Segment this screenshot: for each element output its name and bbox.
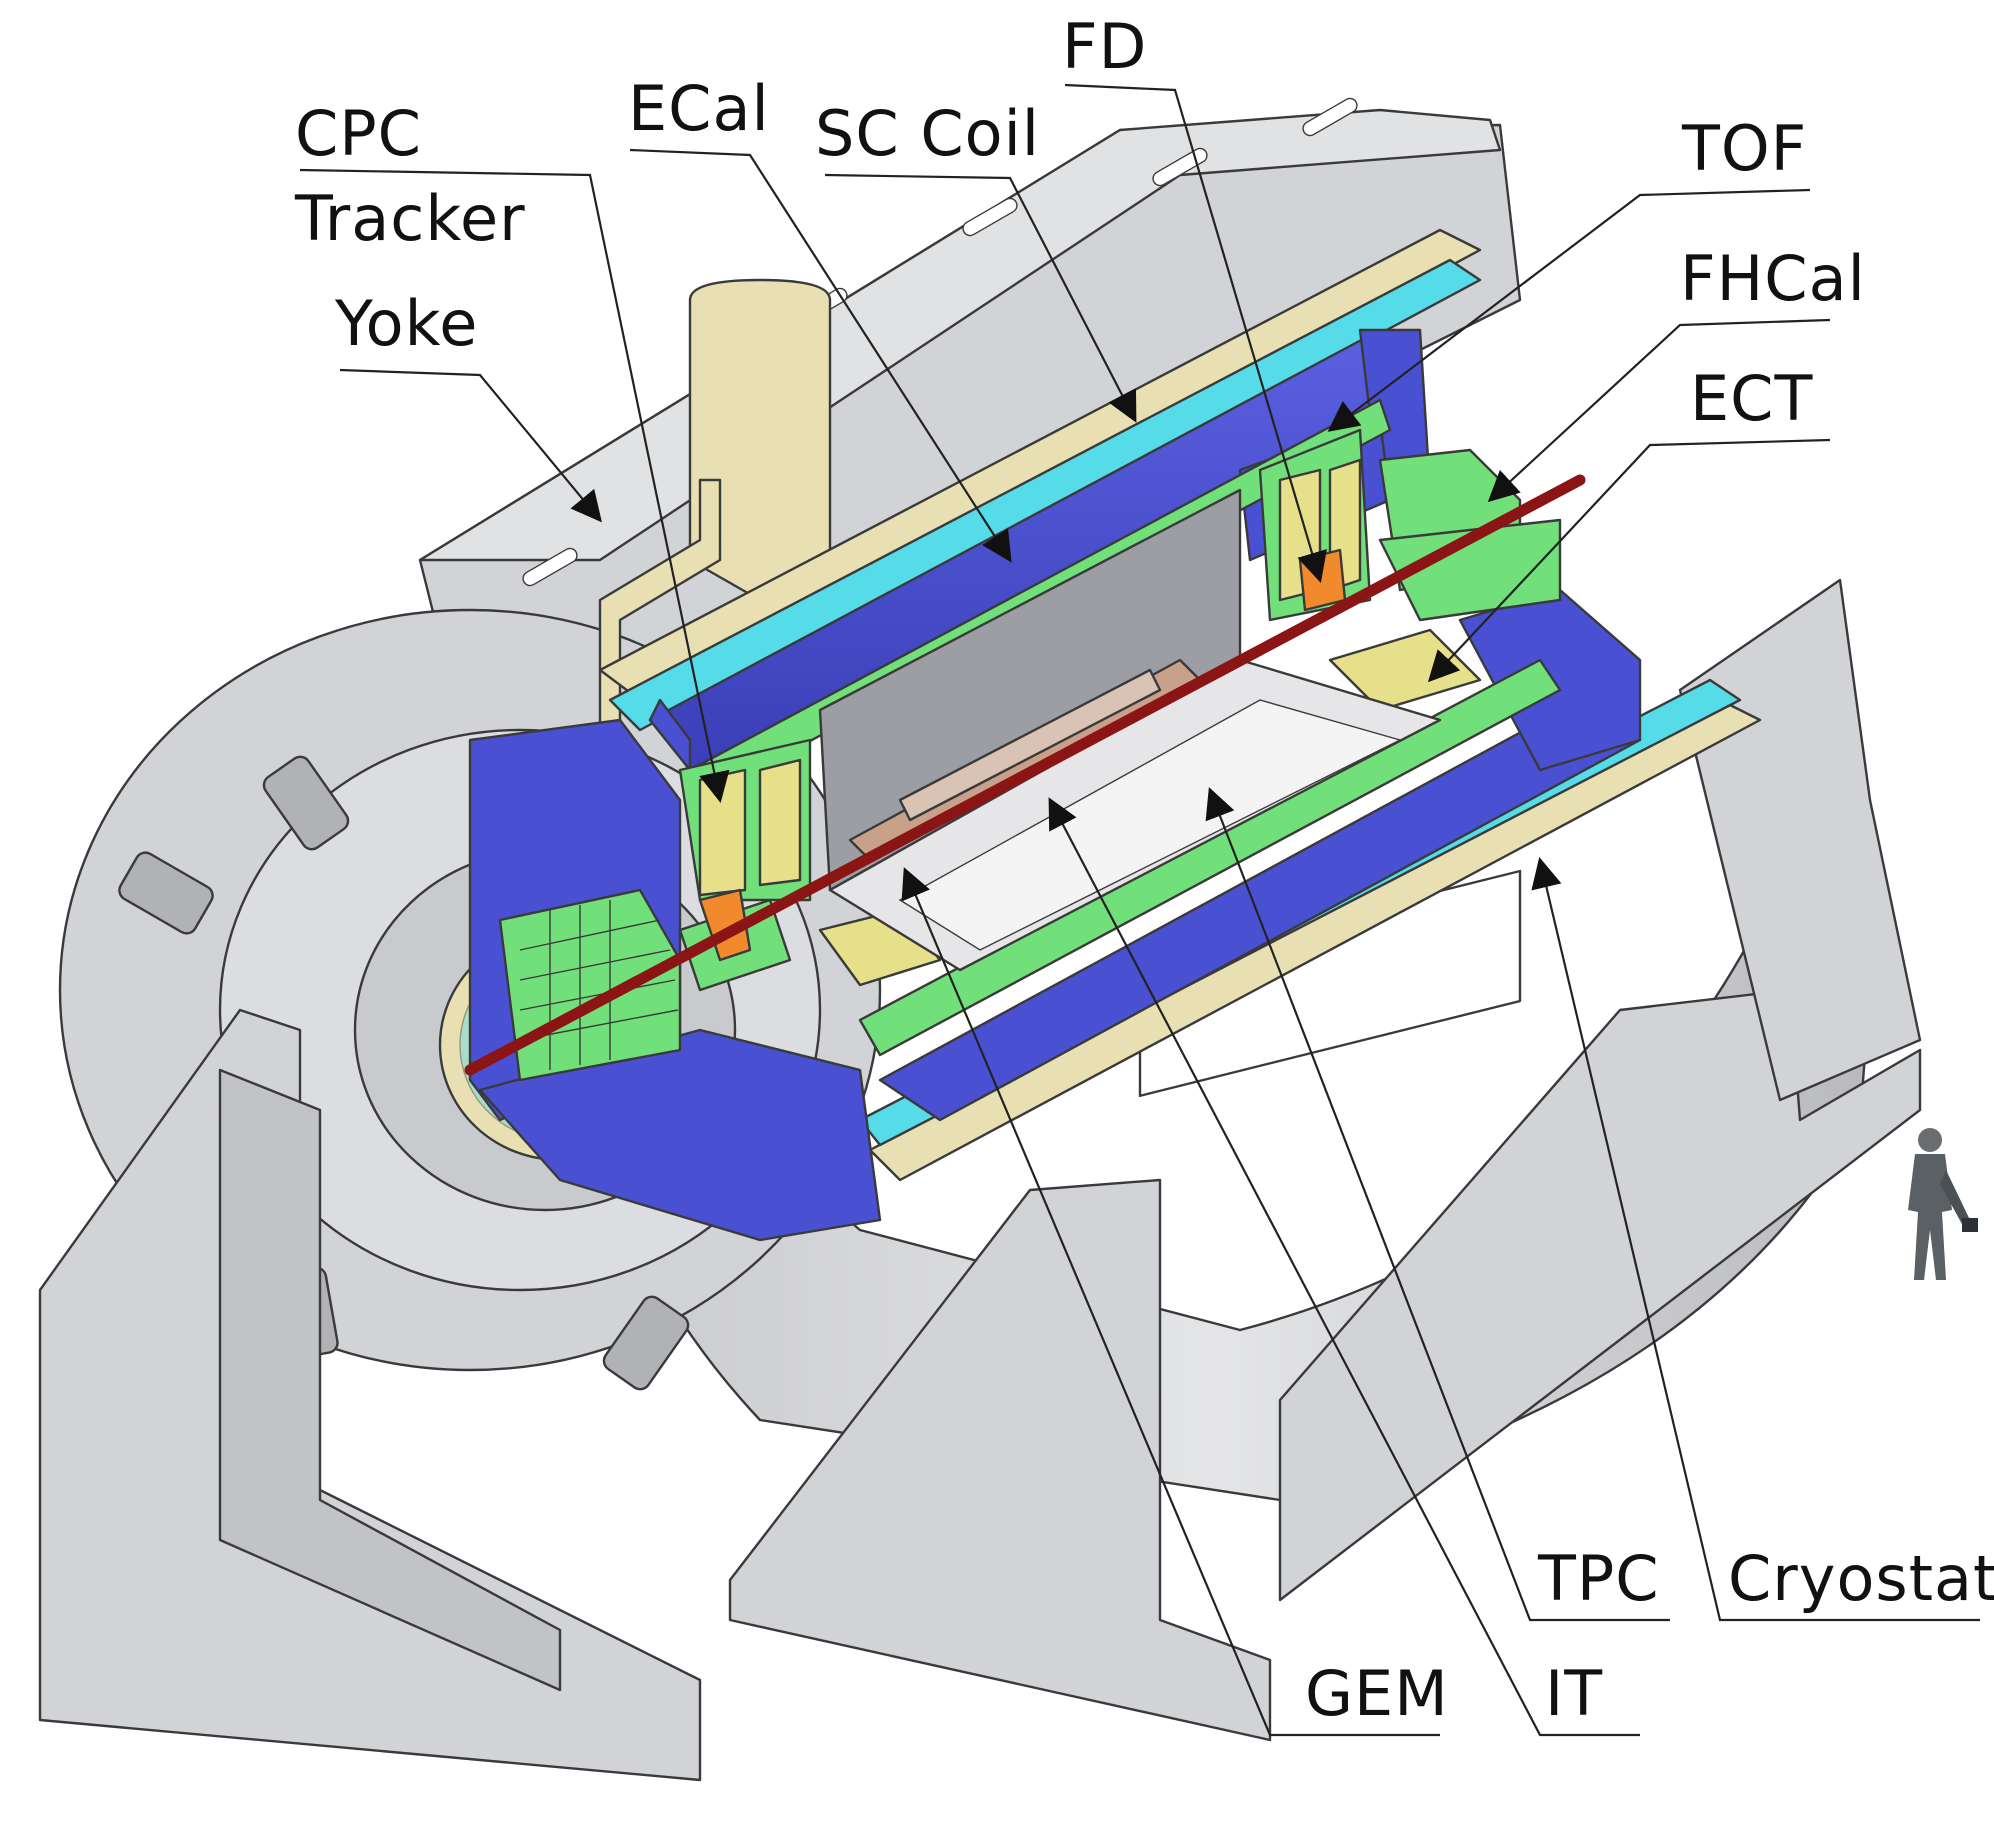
leader-tpc [1205,787,1670,1622]
leader-ect [1427,438,1831,683]
label-tof: TOF [1681,112,1807,185]
person-scale-figure-icon [1908,1128,1978,1280]
leader-fhcal [1487,318,1831,503]
label-sc-coil: SC Coil [815,97,1040,170]
yoke-support-left-face [218,1068,562,1692]
label-it: IT [1545,1657,1603,1730]
it-module [898,668,1162,822]
labels: CPC Tracker Yoke ECal SC Coil FD TOF FHC… [294,10,1994,1730]
leader-lines [299,83,1980,1737]
label-tpc: TPC [1537,1542,1660,1615]
leader-tof [1327,188,1811,432]
sc-coil-upper-front [648,698,692,772]
inner-trackers [698,548,1347,962]
leader-fd [1064,83,1327,583]
leader-sc-coil [824,173,1137,423]
leader-ecal [629,148,1012,563]
leader-yoke [339,368,602,523]
yoke-support-right-back [1278,988,1922,1602]
label-cryostat: Cryostat [1728,1542,1994,1615]
yoke-support-left [38,1008,702,1782]
leader-cryostat [1531,857,1980,1622]
ecal-left-a [698,768,747,897]
leader-cpc-tracker [299,168,730,804]
leader-gem [901,867,1440,1737]
fhcal-ect [498,448,1562,1082]
sc-coil-endcap-left-lower [478,1028,882,1242]
label-ecal: ECal [628,72,770,145]
leader-it [1048,797,1640,1737]
label-yoke: Yoke [334,287,478,360]
label-fd: FD [1062,10,1147,83]
yoke-support-right-front [728,1178,1272,1742]
cryostat-upper-cyan [608,258,1482,732]
tpc-inner-floor [898,699,1402,951]
label-tracker: Tracker [294,182,526,255]
label-fhcal: FHCal [1680,242,1866,315]
fhcal-left-stack [498,888,682,1082]
cryostat-chimney [688,278,832,602]
ecal-left-b [758,758,802,887]
label-cpc: CPC [295,97,422,170]
label-gem: GEM [1305,1657,1449,1730]
label-ect: ECT [1690,362,1813,435]
sc-coil [468,328,1642,1242]
beam-pipe [464,474,1586,1076]
